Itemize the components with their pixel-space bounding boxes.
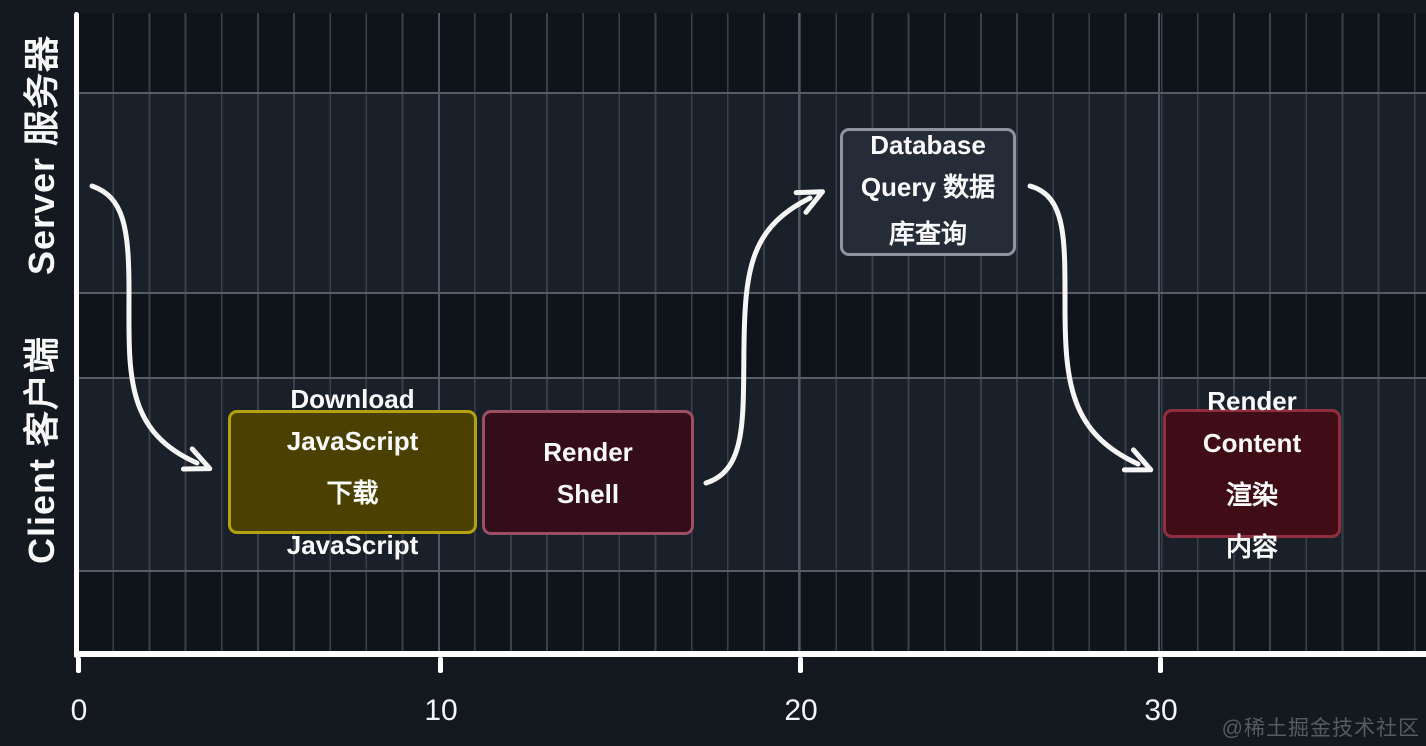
task-label-line: 库查询 xyxy=(888,219,967,249)
major-gridline-10 xyxy=(438,13,440,654)
task-label-line: Shell xyxy=(556,478,620,509)
x-tick-20 xyxy=(798,657,803,673)
task-label-line: 下载 xyxy=(326,478,379,508)
x-tick-10 xyxy=(438,657,443,673)
task-label-line: Content xyxy=(1202,427,1302,458)
x-tick-30 xyxy=(1158,657,1163,673)
task-bar-render-content: Render Content 渲染 内容 xyxy=(1163,386,1341,562)
task-bar-database-query: Database Query 数据 库查询 xyxy=(840,128,1016,256)
x-tick-label-0: 0 xyxy=(70,694,88,727)
client-lane-label: Client 客户端 xyxy=(21,335,62,565)
task-label-line: JavaScript xyxy=(286,426,419,456)
task-label-database-query: Database Query 数据 库查询 xyxy=(861,124,995,260)
task-label-line: Query 数据 xyxy=(860,172,996,202)
x-axis-line xyxy=(74,651,1426,657)
task-label-line: 内容 xyxy=(1225,531,1279,562)
task-label-download-javascript: Download JavaScript 下载 JavaScript xyxy=(287,378,419,566)
horizontal-gridline-server-bottom xyxy=(78,292,1426,294)
task-label-line: 渲染 xyxy=(1225,479,1279,510)
server-lane-label: Server 服务器 xyxy=(21,34,62,276)
x-tick-label-30: 30 xyxy=(1144,694,1178,727)
x-tick-label-20: 20 xyxy=(784,694,818,727)
x-tick-0 xyxy=(76,657,81,673)
major-gridline-30 xyxy=(1158,13,1160,654)
task-label-line: Database xyxy=(870,130,986,160)
watermark-text: @稀土掘金技术社区 xyxy=(1221,717,1420,740)
task-label-line: Download xyxy=(290,384,415,414)
task-bar-download-javascript: Download JavaScript 下载 JavaScript xyxy=(228,384,477,560)
y-axis-line xyxy=(74,12,79,658)
horizontal-gridline-client-bottom xyxy=(78,570,1426,572)
task-label-line: JavaScript xyxy=(286,530,419,560)
major-gridline-20 xyxy=(798,13,800,654)
horizontal-gridline-server-top xyxy=(78,92,1426,94)
task-label-line: Render xyxy=(543,436,633,467)
task-label-line: Render xyxy=(1207,385,1297,416)
task-bar-render-shell: Render Shell xyxy=(482,410,694,535)
x-tick-label-10: 10 xyxy=(424,694,458,727)
task-label-render-content: Render Content 渲染 内容 xyxy=(1203,380,1301,568)
task-label-render-shell: Render Shell xyxy=(543,431,633,515)
